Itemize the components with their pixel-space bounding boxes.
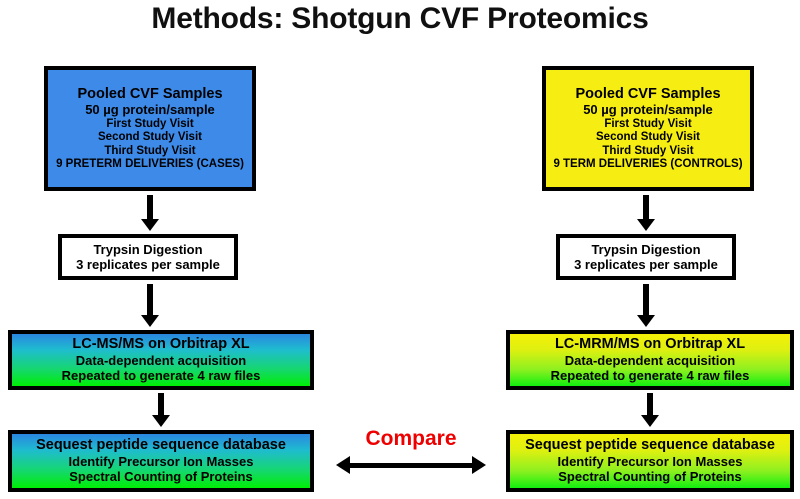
box-right-instrument-lcmrmms: LC-MRM/MS on Orbitrap XL Data-dependent … (506, 330, 794, 390)
box-left-database-line-3: Spectral Counting of Proteins (69, 469, 253, 485)
box-left-instrument-line-3: Repeated to generate 4 raw files (61, 368, 261, 384)
arrow-right-instrument-to-database (641, 393, 659, 427)
compare-double-arrow-icon (336, 456, 486, 474)
arrow-head-left-icon (336, 456, 350, 474)
box-right-instrument-line-1: LC-MRM/MS on Orbitrap XL (554, 336, 746, 353)
box-right-trypsin-line-2: 3 replicates per sample (574, 257, 718, 272)
figure-title: Methods: Shotgun CVF Proteomics (151, 2, 649, 35)
box-left-trypsin-line-1: Trypsin Digestion (93, 241, 203, 257)
arrow-head-down-icon (141, 219, 159, 231)
arrow-head-down-icon (141, 315, 159, 327)
box-left-trypsin-line-2: 3 replicates per sample (76, 257, 220, 272)
box-left-trypsin-digestion: Trypsin Digestion 3 replicates per sampl… (58, 234, 238, 280)
box-right-pooled-cvf-samples: Pooled CVF Samples 50 µg protein/sample … (542, 66, 754, 191)
arrow-shaft (158, 393, 164, 415)
box-right-sequest-database: Sequest peptide sequence database Identi… (506, 430, 794, 492)
arrow-right-pooled-to-trypsin (637, 195, 655, 231)
box-left-pooled-line-4: Second Study Visit (98, 131, 202, 144)
box-right-pooled-line-1: Pooled CVF Samples (575, 85, 721, 102)
arrow-left-pooled-to-trypsin (141, 195, 159, 231)
box-left-pooled-cvf-samples: Pooled CVF Samples 50 µg protein/sample … (44, 66, 256, 191)
box-right-database-line-2: Identify Precursor Ion Masses (557, 454, 743, 470)
box-right-trypsin-digestion: Trypsin Digestion 3 replicates per sampl… (556, 234, 736, 280)
arrow-head-down-icon (637, 219, 655, 231)
box-left-instrument-line-2: Data-dependent acquisition (75, 353, 247, 369)
compare-label: Compare (365, 427, 457, 450)
arrow-shaft (647, 393, 653, 415)
box-right-pooled-line-4: Second Study Visit (596, 131, 700, 144)
arrow-right-trypsin-to-instrument (637, 284, 655, 327)
box-left-database-line-2: Identify Precursor Ion Masses (68, 454, 254, 470)
arrow-head-down-icon (637, 315, 655, 327)
box-right-database-line-3: Spectral Counting of Proteins (558, 469, 742, 485)
box-right-instrument-line-3: Repeated to generate 4 raw files (550, 368, 750, 384)
arrow-left-instrument-to-database (152, 393, 170, 427)
arrow-shaft (350, 462, 472, 468)
arrow-shaft (643, 284, 649, 315)
box-left-instrument-lcmsms: LC-MS/MS on Orbitrap XL Data-dependent a… (8, 330, 314, 390)
arrow-head-down-icon (152, 415, 170, 427)
arrow-shaft (147, 284, 153, 315)
box-left-sequest-database: Sequest peptide sequence database Identi… (8, 430, 314, 492)
arrow-left-trypsin-to-instrument (141, 284, 159, 327)
box-left-database-line-1: Sequest peptide sequence database (36, 437, 286, 454)
box-right-pooled-line-5: Third Study Visit (602, 144, 694, 157)
box-left-pooled-line-1: Pooled CVF Samples (77, 85, 223, 102)
box-right-pooled-line-6: 9 TERM DELIVERIES (CONTROLS) (553, 158, 743, 171)
arrow-head-right-icon (472, 456, 486, 474)
box-right-database-line-1: Sequest peptide sequence database (525, 437, 775, 454)
box-right-pooled-line-2: 50 µg protein/sample (583, 102, 713, 118)
box-left-instrument-line-1: LC-MS/MS on Orbitrap XL (72, 336, 250, 353)
box-right-pooled-line-3: First Study Visit (604, 117, 692, 130)
box-right-trypsin-line-1: Trypsin Digestion (591, 241, 701, 257)
box-left-pooled-line-2: 50 µg protein/sample (85, 102, 215, 118)
arrow-head-down-icon (641, 415, 659, 427)
box-left-pooled-line-5: Third Study Visit (104, 144, 196, 157)
box-left-pooled-line-6: 9 PRETERM DELIVERIES (CASES) (56, 158, 244, 171)
arrow-shaft (643, 195, 649, 219)
box-right-instrument-line-2: Data-dependent acquisition (564, 353, 736, 369)
box-left-pooled-line-3: First Study Visit (106, 117, 194, 130)
arrow-shaft (147, 195, 153, 219)
